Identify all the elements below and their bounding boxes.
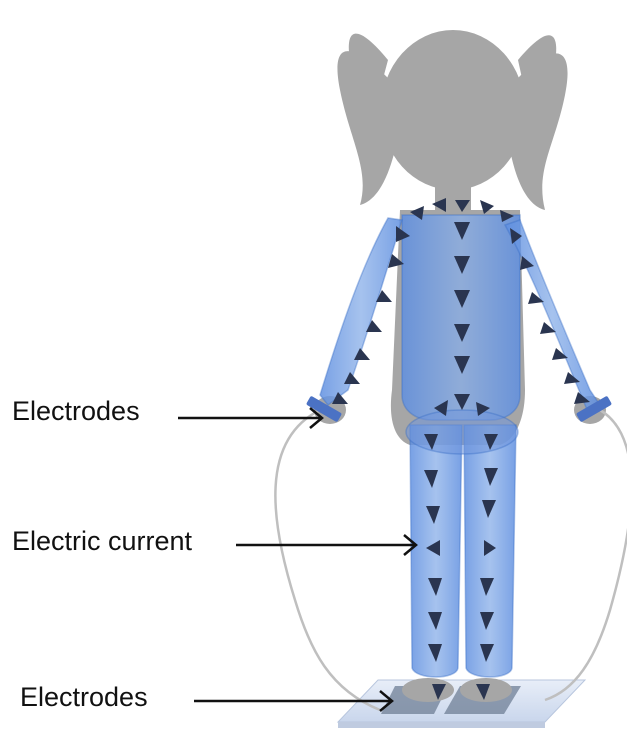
- pointer-arrows: [178, 408, 416, 711]
- electrodes-feet-label: Electrodes: [20, 684, 148, 711]
- electrodes-hands-label: Electrodes: [12, 398, 140, 425]
- electric-current-label: Electric current: [12, 528, 192, 555]
- pointer-arrow-current: [236, 535, 416, 555]
- body-segments: [320, 215, 600, 677]
- left-arm-segment: [320, 218, 402, 405]
- hip-segment: [406, 410, 518, 454]
- torso-segment: [402, 215, 520, 420]
